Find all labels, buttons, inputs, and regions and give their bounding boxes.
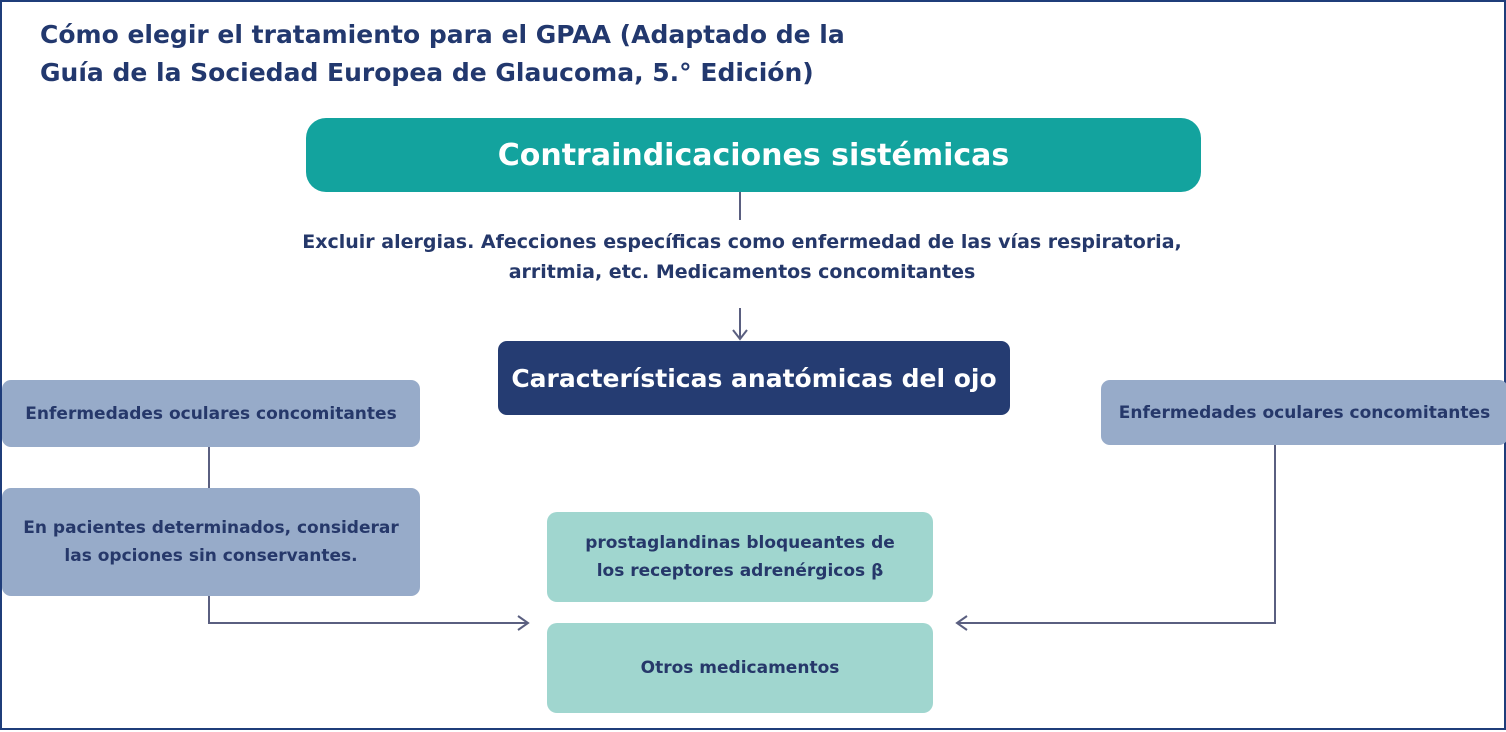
- eye-anatomy-box: Características anatómicas del ojo: [498, 341, 1010, 415]
- connector-right-to-teal: [958, 445, 1276, 624]
- exclusion-criteria-text: Excluir alergias. Afecciones específicas…: [302, 231, 1182, 283]
- right-ocular-diseases-box: Enfermedades oculares concomitantes: [1101, 380, 1506, 445]
- systemic-contraindications-label: Contraindicaciones sistémicas: [497, 137, 1010, 173]
- arrowhead-left-to-teal: [517, 615, 530, 631]
- connector-left-to-teal: [208, 596, 527, 624]
- left-ocular-diseases-box: Enfermedades oculares concomitantes: [2, 380, 420, 447]
- systemic-contraindications-box: Contraindicaciones sistémicas: [306, 118, 1201, 192]
- prostaglandins-beta-blockers-box: prostaglandinas bloqueantes de los recep…: [547, 512, 933, 602]
- eye-anatomy-label: Características anatómicas del ojo: [511, 363, 997, 393]
- preservative-free-options-box: En pacientes determinados, considerar la…: [2, 488, 420, 596]
- other-medications-label: Otros medicamentos: [640, 658, 840, 678]
- right-ocular-diseases-label: Enfermedades oculares concomitantes: [1118, 402, 1491, 423]
- arrowhead-right-to-teal: [955, 615, 968, 631]
- arrowhead-to-mid: [732, 329, 748, 341]
- other-medications-box: Otros medicamentos: [547, 623, 933, 713]
- left-ocular-diseases-label: Enfermedades oculares concomitantes: [25, 403, 397, 424]
- diagram-title: Cómo elegir el tratamiento para el GPAA …: [40, 20, 845, 87]
- preservative-free-options-label: En pacientes determinados, considerar la…: [23, 518, 399, 566]
- prostaglandins-beta-blockers-label: prostaglandinas bloqueantes de los recep…: [585, 533, 895, 581]
